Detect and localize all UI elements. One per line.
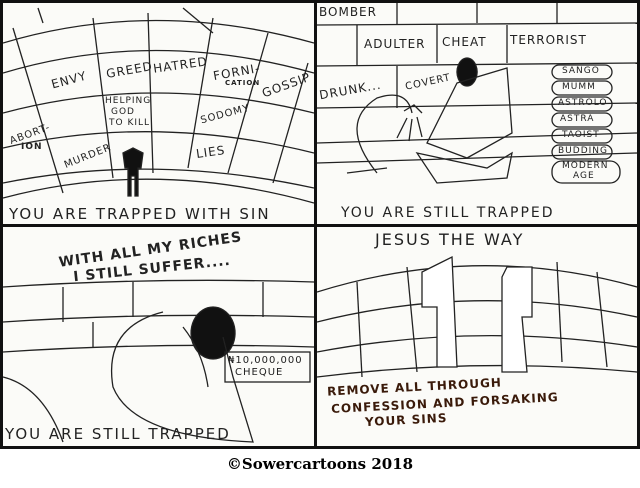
panel-jesus-the-way: JESUS THE WAY REMOVE ALL THROUGH CONFESS… bbox=[317, 227, 637, 446]
book-label: ASTROLO bbox=[558, 98, 608, 108]
wall-label: ION bbox=[21, 142, 43, 152]
panel-title: JESUS THE WAY bbox=[375, 230, 525, 249]
panel-still-trapped-idols: BOMBER ADULTER CHEAT TERRORIST DRUNK... … bbox=[317, 3, 637, 224]
brick-wall-reader-drawing bbox=[317, 3, 637, 184]
cheque-amount: ₦10,000,000 bbox=[228, 355, 303, 366]
book-label: AGE bbox=[573, 171, 595, 181]
wall-label: GOD bbox=[111, 107, 135, 117]
rich-man-drawing bbox=[3, 279, 314, 443]
wall-label: TERRORIST bbox=[510, 33, 587, 47]
book-label: SANGO bbox=[562, 66, 600, 76]
wall-label: CATION bbox=[225, 79, 261, 87]
wall-label: ADULTER bbox=[364, 37, 426, 51]
panel-caption: YOU ARE STILL TRAPPED bbox=[341, 205, 555, 221]
comic-frame: ENVY GREED HATRED FORNI- CATION GOSSIP A… bbox=[0, 0, 640, 449]
panel-trapped-with-sin: ENVY GREED HATRED FORNI- CATION GOSSIP A… bbox=[3, 3, 314, 224]
book-label: MUMM bbox=[562, 82, 596, 92]
panel-caption: YOU ARE STILL TRAPPED bbox=[5, 425, 231, 443]
book-label: TAOIST bbox=[562, 130, 600, 140]
cheque-label: CHEQUE bbox=[235, 367, 284, 378]
wall-label: HELPING bbox=[105, 96, 152, 106]
book-label: ASTRA bbox=[560, 114, 595, 124]
wall-label: CHEAT bbox=[442, 35, 487, 49]
copyright-caption: ©Sowercartoons 2018 bbox=[226, 455, 414, 473]
panel-riches: WITH ALL MY RICHES I STILL SUFFER.... ₦1… bbox=[3, 227, 314, 446]
book-label: MODERN bbox=[562, 161, 609, 171]
wall-label: TO KILL bbox=[109, 118, 151, 128]
book-label: BUDDING bbox=[558, 146, 608, 156]
wall-label: BOMBER bbox=[319, 5, 377, 19]
panel-caption: YOU ARE TRAPPED WITH SIN bbox=[9, 205, 271, 223]
broken-wall-cross-drawing bbox=[317, 255, 637, 378]
brick-wall-drawing bbox=[3, 7, 314, 204]
